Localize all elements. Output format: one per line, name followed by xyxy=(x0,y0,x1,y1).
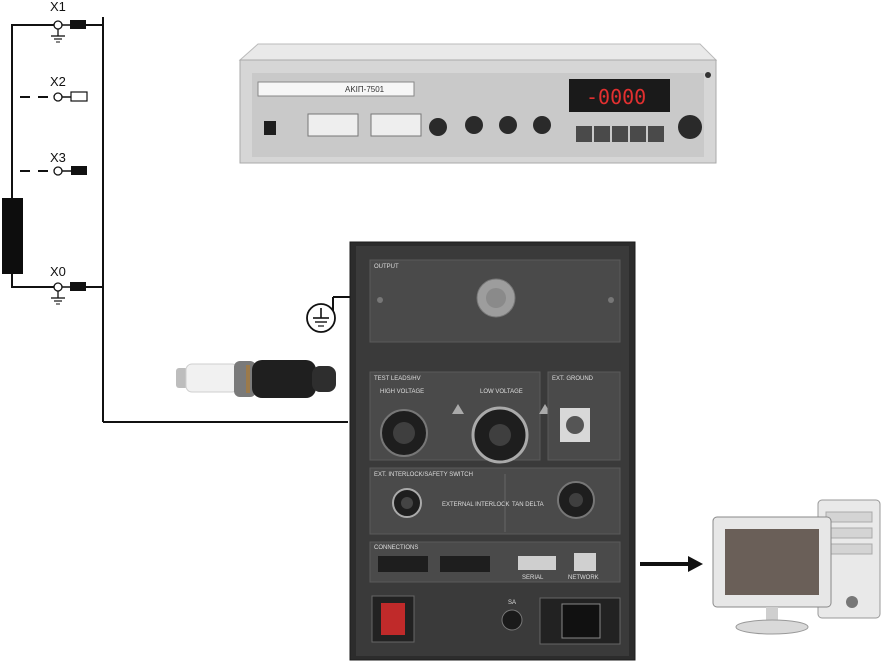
interlock-section-title: EXT. INTERLOCK/SAFETY SWITCH xyxy=(374,472,473,478)
terminal-x3-label: X3 xyxy=(50,150,66,165)
output-section-title: OUTPUT xyxy=(374,264,399,270)
serial-port-label: SERIAL xyxy=(522,575,544,581)
terminal-x1: X1 xyxy=(50,0,103,43)
transformer-body xyxy=(2,198,23,274)
external-ground-label: EXT. GROUND xyxy=(552,376,594,382)
network-port-label: NETWORK xyxy=(568,575,599,581)
external-interlock-label: EXTERNAL INTERLOCK xyxy=(442,502,509,508)
terminal-x2-label: X2 xyxy=(50,74,66,89)
computer xyxy=(712,499,881,635)
test-set-panel: OUTPUT TEST LEADS/HV HIGH VOLTAGE LOW VO… xyxy=(349,241,636,661)
wire-x0-left xyxy=(11,272,55,288)
meter-model-label: ΑΚΙΠ-7501 xyxy=(345,85,385,94)
terminal-x2: X2 xyxy=(20,74,88,102)
power-switch xyxy=(381,603,405,635)
terminal-x0: X0 xyxy=(50,264,103,305)
measuring-instrument: ΑΚΙΠ-7501 -0000 xyxy=(238,43,718,164)
monitor-screen xyxy=(725,529,819,595)
low-voltage-label: LOW VOLTAGE xyxy=(480,389,523,395)
test-object: X1 X2 X3 X0 xyxy=(2,0,348,423)
connectors-label: CONNECTIONS xyxy=(374,545,418,551)
high-voltage-label: HIGH VOLTAGE xyxy=(380,389,424,395)
wire-x1-left xyxy=(11,24,55,200)
meter-port-left xyxy=(307,113,359,137)
meter-knobs xyxy=(429,115,702,139)
meter-port-right xyxy=(370,113,422,137)
meter-buttons xyxy=(576,126,664,142)
terminal-x0-label: X0 xyxy=(50,264,66,279)
tan-delta-label: TAN DELTA xyxy=(512,502,544,508)
meter-display-value: -0000 xyxy=(586,85,646,109)
meter-power-switch xyxy=(264,121,276,135)
cable-plug xyxy=(176,360,336,398)
sa-label: SA xyxy=(508,600,516,606)
test-leads-title: TEST LEADS/HV xyxy=(374,376,421,382)
terminal-x1-label: X1 xyxy=(50,0,66,14)
meter-display xyxy=(569,79,670,112)
arrow-to-pc xyxy=(640,556,703,572)
terminal-x3: X3 xyxy=(20,150,87,176)
